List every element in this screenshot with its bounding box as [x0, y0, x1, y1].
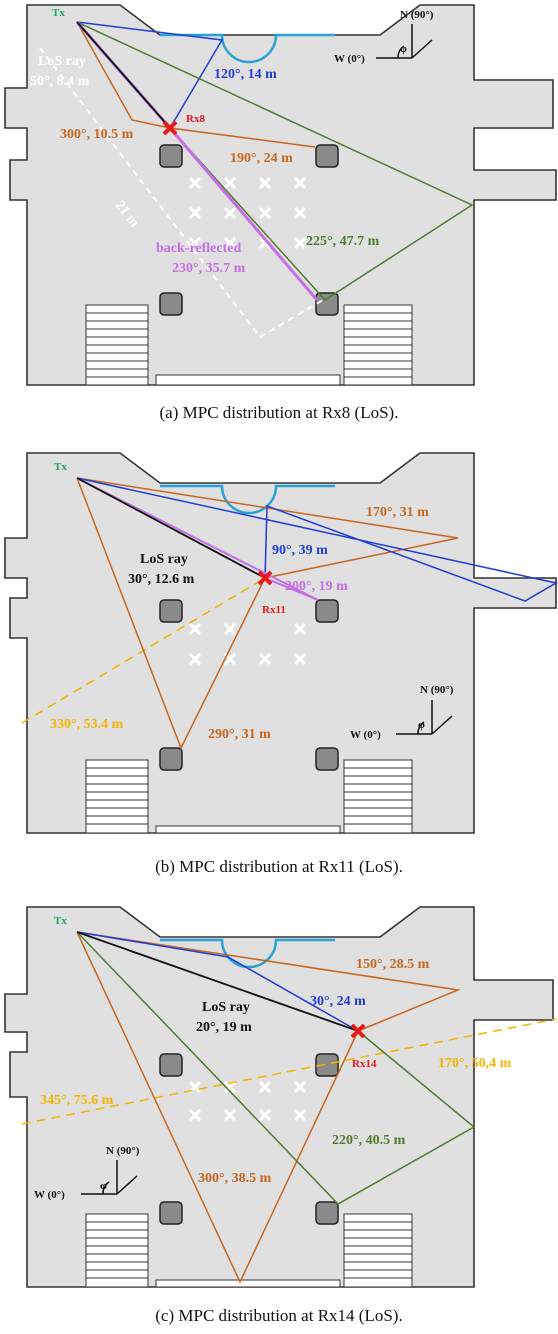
label-violet-value: 230°, 35.7 m — [172, 261, 246, 276]
floor-markers — [188, 622, 307, 666]
pillar — [159, 747, 183, 771]
building-outline — [4, 452, 557, 834]
window — [160, 938, 335, 969]
floor-plan-a: 21 m Tx Rx8 N (90°) W (0°) φ LoS ray 50°… — [4, 4, 557, 386]
los-value: 20°, 19 m — [196, 1020, 252, 1035]
stairs-left — [85, 304, 149, 386]
rx-marker — [350, 1023, 366, 1039]
ray-los — [76, 477, 266, 579]
panel-b: Tx Rx11 N (90°) W (0°) φ LoS ray 30°, 12… — [0, 448, 558, 843]
compass-phi: φ — [418, 719, 425, 731]
ray-los — [76, 21, 171, 129]
label-violet: 200°, 19 m — [285, 579, 348, 594]
caption-a: (a) MPC distribution at Rx8 (LoS). — [159, 403, 399, 422]
rx-label: Rx11 — [262, 604, 286, 616]
ray-green — [76, 931, 476, 1205]
pillar — [159, 599, 183, 623]
rx-label: Rx14 — [352, 1058, 377, 1070]
panel-c: Tx Rx14 N (90°) W (0°) φ 150°, 28.5 m 30… — [0, 902, 558, 1297]
label-orange-top: 170°, 31 m — [366, 505, 429, 520]
stairs-right — [343, 1213, 413, 1288]
compass — [396, 700, 453, 735]
ray-blue — [76, 931, 359, 1032]
stairs-right — [343, 759, 413, 834]
los-name: LoS ray — [202, 1000, 250, 1015]
pillar — [159, 292, 183, 316]
label-blue: 120°, 14 m — [214, 67, 277, 82]
building-outline — [4, 906, 554, 1288]
building-outline — [4, 4, 557, 386]
tx-label: Tx — [54, 915, 67, 927]
pillar — [315, 1053, 339, 1077]
ray-orange — [76, 477, 459, 750]
label-orange-right: 190°, 24 m — [230, 151, 293, 166]
pillar — [315, 1201, 339, 1225]
ray-los — [76, 931, 359, 1032]
label-orange-bottom: 290°, 31 m — [208, 727, 271, 742]
label-orange-left: 300°, 10.5 m — [60, 127, 134, 142]
caption-c: (c) MPC distribution at Rx14 (LoS). — [155, 1306, 403, 1325]
rx-marker — [162, 120, 178, 136]
caption-b: (b) MPC distribution at Rx11 (LoS). — [155, 857, 403, 876]
pillar — [315, 144, 339, 168]
los-value: 50°, 8.4 m — [30, 74, 90, 89]
window — [160, 484, 335, 515]
label-blue: 90°, 39 m — [272, 543, 328, 558]
ray-violet — [76, 477, 319, 601]
label-orange-top: 150°, 28.5 m — [356, 957, 430, 972]
label-yellow-left: 345°, 75.6 m — [40, 1093, 114, 1108]
stairs-right — [343, 304, 413, 386]
pillar — [159, 144, 183, 168]
ray-orange — [76, 931, 461, 1284]
ray-blue — [76, 21, 224, 129]
pillar — [159, 1201, 183, 1225]
label-green: 225°, 47.7 m — [306, 234, 380, 249]
floor-plan-b: Tx Rx11 N (90°) W (0°) φ LoS ray 30°, 12… — [4, 452, 558, 834]
tx-label: Tx — [54, 461, 67, 473]
compass — [81, 1160, 138, 1195]
stairs-left — [85, 759, 149, 834]
los-name: LoS ray — [140, 552, 188, 567]
compass-phi: φ — [400, 43, 407, 55]
floor-markers — [188, 176, 307, 250]
entrance — [155, 825, 341, 834]
compass-north: N (90°) — [400, 9, 434, 21]
label-violet-name: back-reflected — [156, 241, 241, 256]
compass-west: W (0°) — [350, 729, 381, 741]
compass-north: N (90°) — [106, 1145, 140, 1157]
pillar — [315, 747, 339, 771]
ray-green — [76, 21, 474, 301]
stairs-left — [85, 1213, 149, 1288]
rx-label: Rx8 — [186, 113, 205, 125]
panel-a: 21 m Tx Rx8 N (90°) W (0°) φ LoS ray 50°… — [0, 0, 558, 395]
ray-yellow — [21, 1018, 557, 1125]
los-value: 30°, 12.6 m — [128, 572, 195, 587]
compass-west: W (0°) — [34, 1189, 65, 1201]
entrance — [155, 374, 341, 386]
label-orange-bottom: 300°, 38.5 m — [198, 1171, 272, 1186]
floor-plan-c: Tx Rx14 N (90°) W (0°) φ 150°, 28.5 m 30… — [4, 906, 557, 1288]
compass-phi: φ — [100, 1180, 107, 1192]
tx-label: Tx — [52, 7, 65, 19]
distance-line — [39, 47, 324, 339]
rx-marker — [257, 570, 273, 586]
compass — [376, 24, 433, 59]
label-green: 220°, 40.5 m — [332, 1133, 406, 1148]
pillar — [159, 1053, 183, 1077]
compass-north: N (90°) — [420, 684, 454, 696]
compass-west: W (0°) — [334, 53, 365, 65]
label-yellow: 330°, 53.4 m — [50, 717, 124, 732]
ray-blue — [76, 477, 558, 602]
floor-markers — [188, 1080, 307, 1122]
window — [160, 33, 335, 64]
pillar — [315, 599, 339, 623]
los-name: LoS ray — [38, 54, 86, 69]
label-blue: 30°, 24 m — [310, 994, 366, 1009]
entrance — [155, 1279, 341, 1288]
pillar — [315, 292, 339, 316]
label-yellow-right: 170°, 50,4 m — [438, 1056, 512, 1071]
